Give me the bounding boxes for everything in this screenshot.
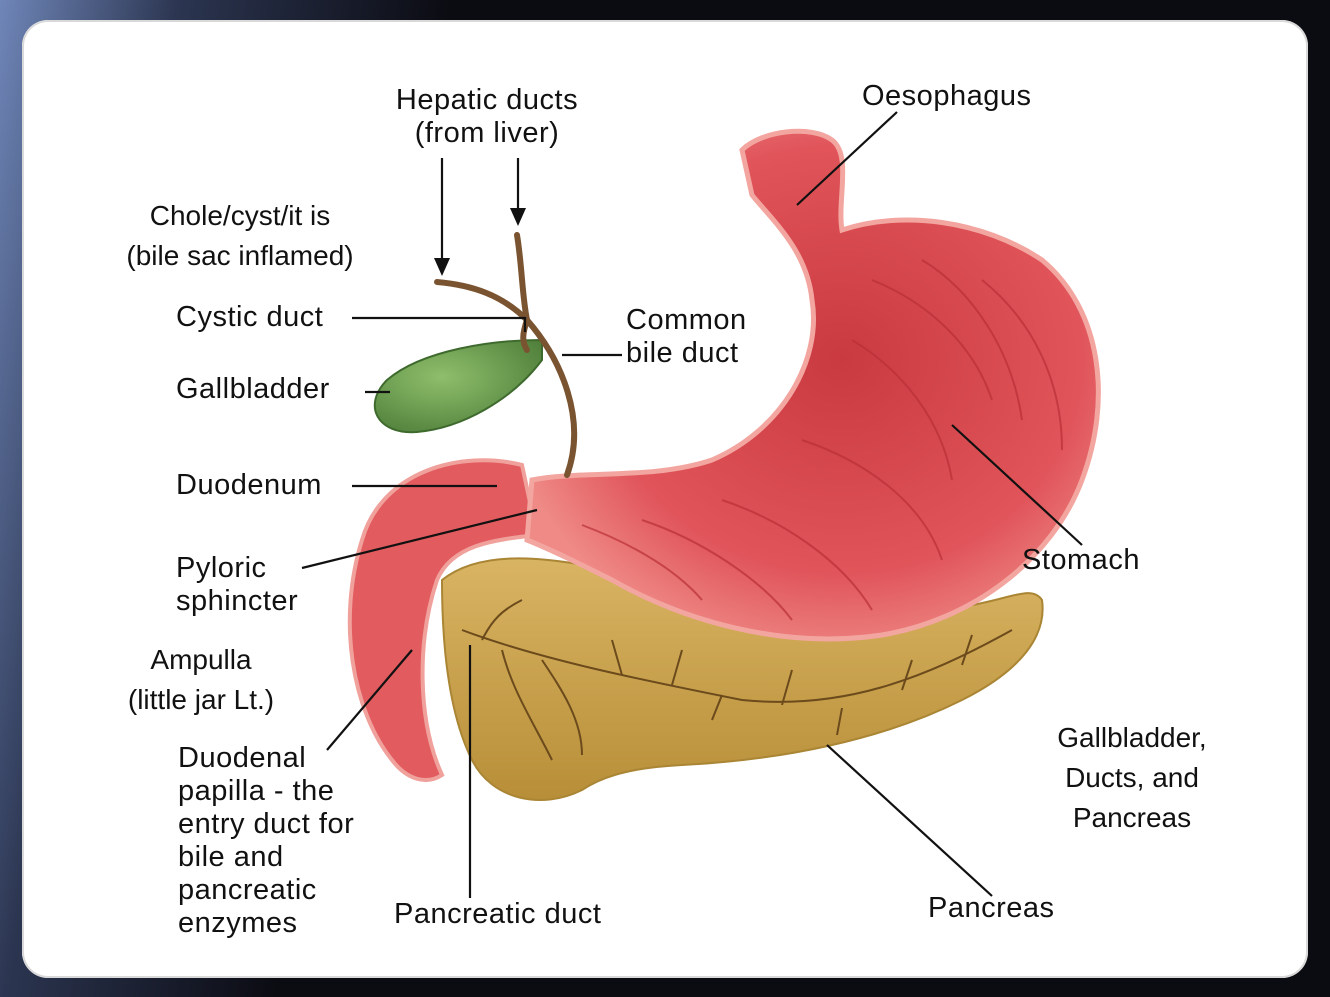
label-pancreatic-duct: Pancreatic duct bbox=[394, 898, 602, 930]
label-duodenal-papilla: Duodenal papilla - the entry duct for bi… bbox=[178, 742, 355, 939]
label-pyloric-sphincter: Pyloric sphincter bbox=[176, 552, 299, 617]
label-pancreas: Pancreas bbox=[928, 892, 1055, 924]
label-hepatic-ducts: Hepatic ducts (from liver) bbox=[395, 84, 579, 149]
label-gallbladder: Gallbladder bbox=[176, 373, 330, 405]
leader-lines bbox=[301, 111, 1083, 898]
label-common-bile-duct: Common bile duct bbox=[626, 304, 747, 369]
label-oesophagus: Oesophagus bbox=[862, 80, 1032, 112]
arrowheads bbox=[434, 208, 526, 276]
stomach-shape bbox=[524, 128, 1101, 642]
duodenum-shape bbox=[347, 458, 540, 782]
label-cholecystitis: Chole/cyst/it is (bile sac inflamed) bbox=[126, 200, 354, 271]
stomach-rugae bbox=[581, 259, 1063, 621]
anatomy-illustration bbox=[301, 111, 1101, 898]
label-cystic-duct: Cystic duct bbox=[176, 301, 324, 333]
pancreatic-vessels bbox=[461, 599, 1013, 761]
label-duodenum: Duodenum bbox=[176, 469, 322, 501]
label-stomach: Stomach bbox=[1022, 544, 1140, 576]
label-ampulla: Ampulla (little jar Lt.) bbox=[127, 644, 275, 715]
diagram-caption: Gallbladder, Ducts, and Pancreas bbox=[1057, 722, 1207, 833]
diagram-panel: Hepatic ducts (from liver) Oesophagus Ch… bbox=[22, 20, 1308, 978]
gallbladder-shape bbox=[373, 338, 543, 434]
